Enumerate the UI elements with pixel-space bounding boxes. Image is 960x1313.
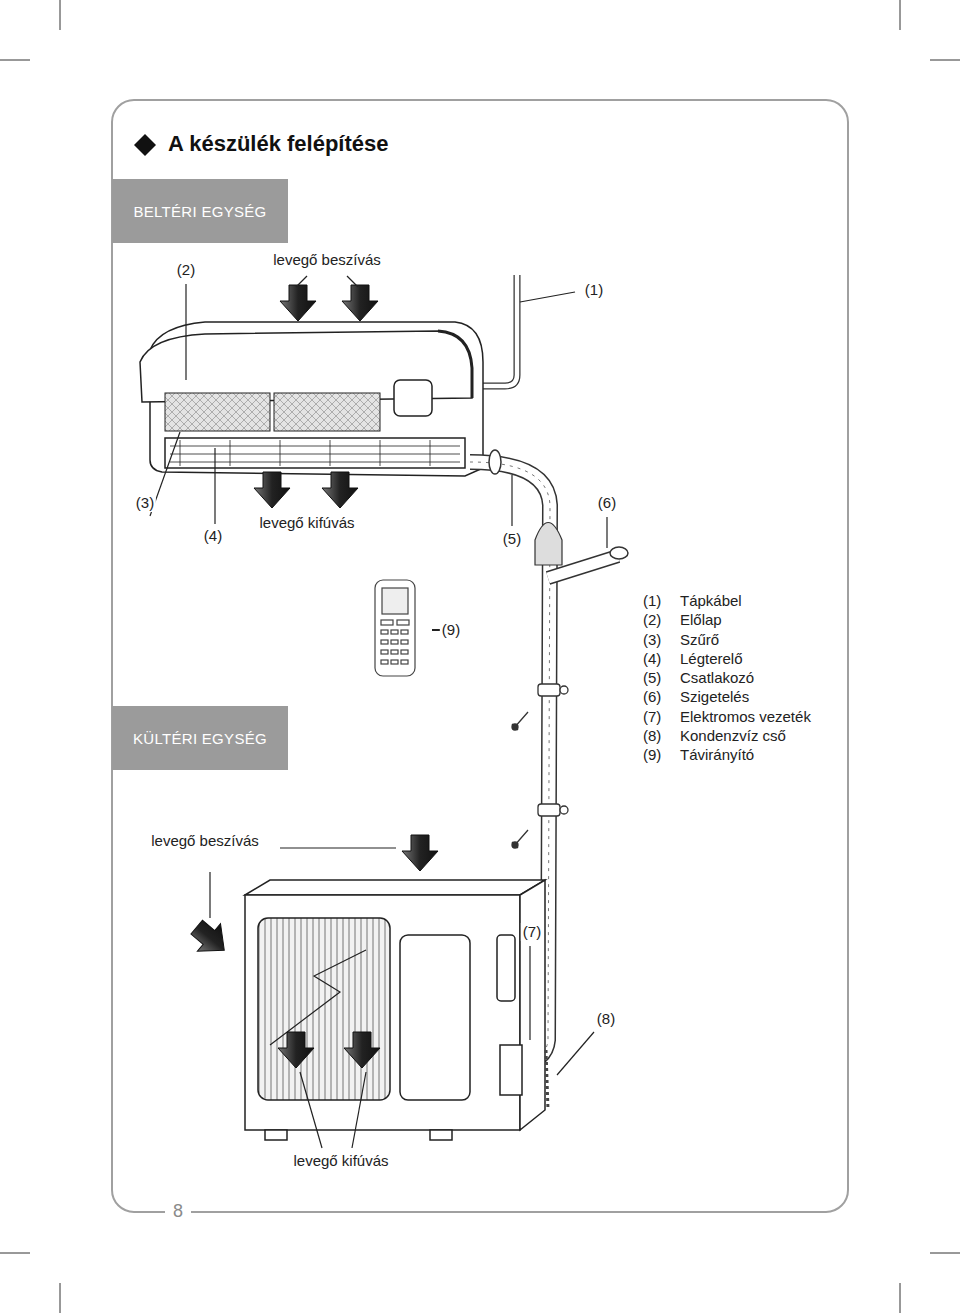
callout-number: (9) xyxy=(440,621,462,639)
page-title: A készülék felépítése xyxy=(168,131,389,157)
key-text: Távirányító xyxy=(678,746,756,764)
key-number: (4) xyxy=(641,650,663,668)
indoor-unit xyxy=(140,322,483,476)
callout-number: (1) xyxy=(583,281,605,299)
outdoor-unit xyxy=(245,880,545,1140)
key-text: Szűrő xyxy=(678,631,721,649)
key-number: (2) xyxy=(641,611,663,629)
key-number: (5) xyxy=(641,669,663,687)
section-label: BELTÉRI EGYSÉG xyxy=(133,203,266,220)
key-number: (8) xyxy=(641,727,663,745)
key-text: Csatlakozó xyxy=(678,669,756,687)
callout-number: (5) xyxy=(501,530,523,548)
key-number: (3) xyxy=(641,631,663,649)
airflow-label: levegő kifúvás xyxy=(291,1152,390,1170)
key-text: Előlap xyxy=(678,611,724,629)
key-text: Tápkábel xyxy=(678,592,744,610)
key-text: Elektromos vezeték xyxy=(678,708,813,726)
callout-number: (3) xyxy=(134,494,156,512)
insulation-tube xyxy=(548,547,628,578)
drain-hose xyxy=(546,1050,548,1110)
key-text: Légterelő xyxy=(678,650,745,668)
page-number: 8 xyxy=(165,1201,191,1223)
airflow-label: levegő beszívás xyxy=(149,832,261,850)
callout-number: (6) xyxy=(596,494,618,512)
bullet-diamond xyxy=(134,134,156,156)
key-text: Szigetelés xyxy=(678,688,751,706)
callout-number: (4) xyxy=(202,527,224,545)
callout-number: (2) xyxy=(175,261,197,279)
airflow-label: levegő beszívás xyxy=(271,251,383,269)
airflow-label: levegő kifúvás xyxy=(257,514,356,532)
power-cable xyxy=(483,275,517,386)
wall-clips xyxy=(512,684,568,848)
key-text: Kondenzvíz cső xyxy=(678,727,788,745)
page-frame xyxy=(112,100,848,1212)
section-label: KÜLTÉRI EGYSÉG xyxy=(133,730,267,747)
key-number: (1) xyxy=(641,592,663,610)
air-arrows xyxy=(185,285,438,1068)
section-band: KÜLTÉRI EGYSÉG xyxy=(112,706,288,770)
key-number: (6) xyxy=(641,688,663,706)
callout-number: (7) xyxy=(521,923,543,941)
key-number: (7) xyxy=(641,708,663,726)
section-band: BELTÉRI EGYSÉG xyxy=(112,179,288,243)
key-number: (9) xyxy=(641,746,663,764)
remote-control xyxy=(375,580,415,676)
callout-number: (8) xyxy=(595,1010,617,1028)
